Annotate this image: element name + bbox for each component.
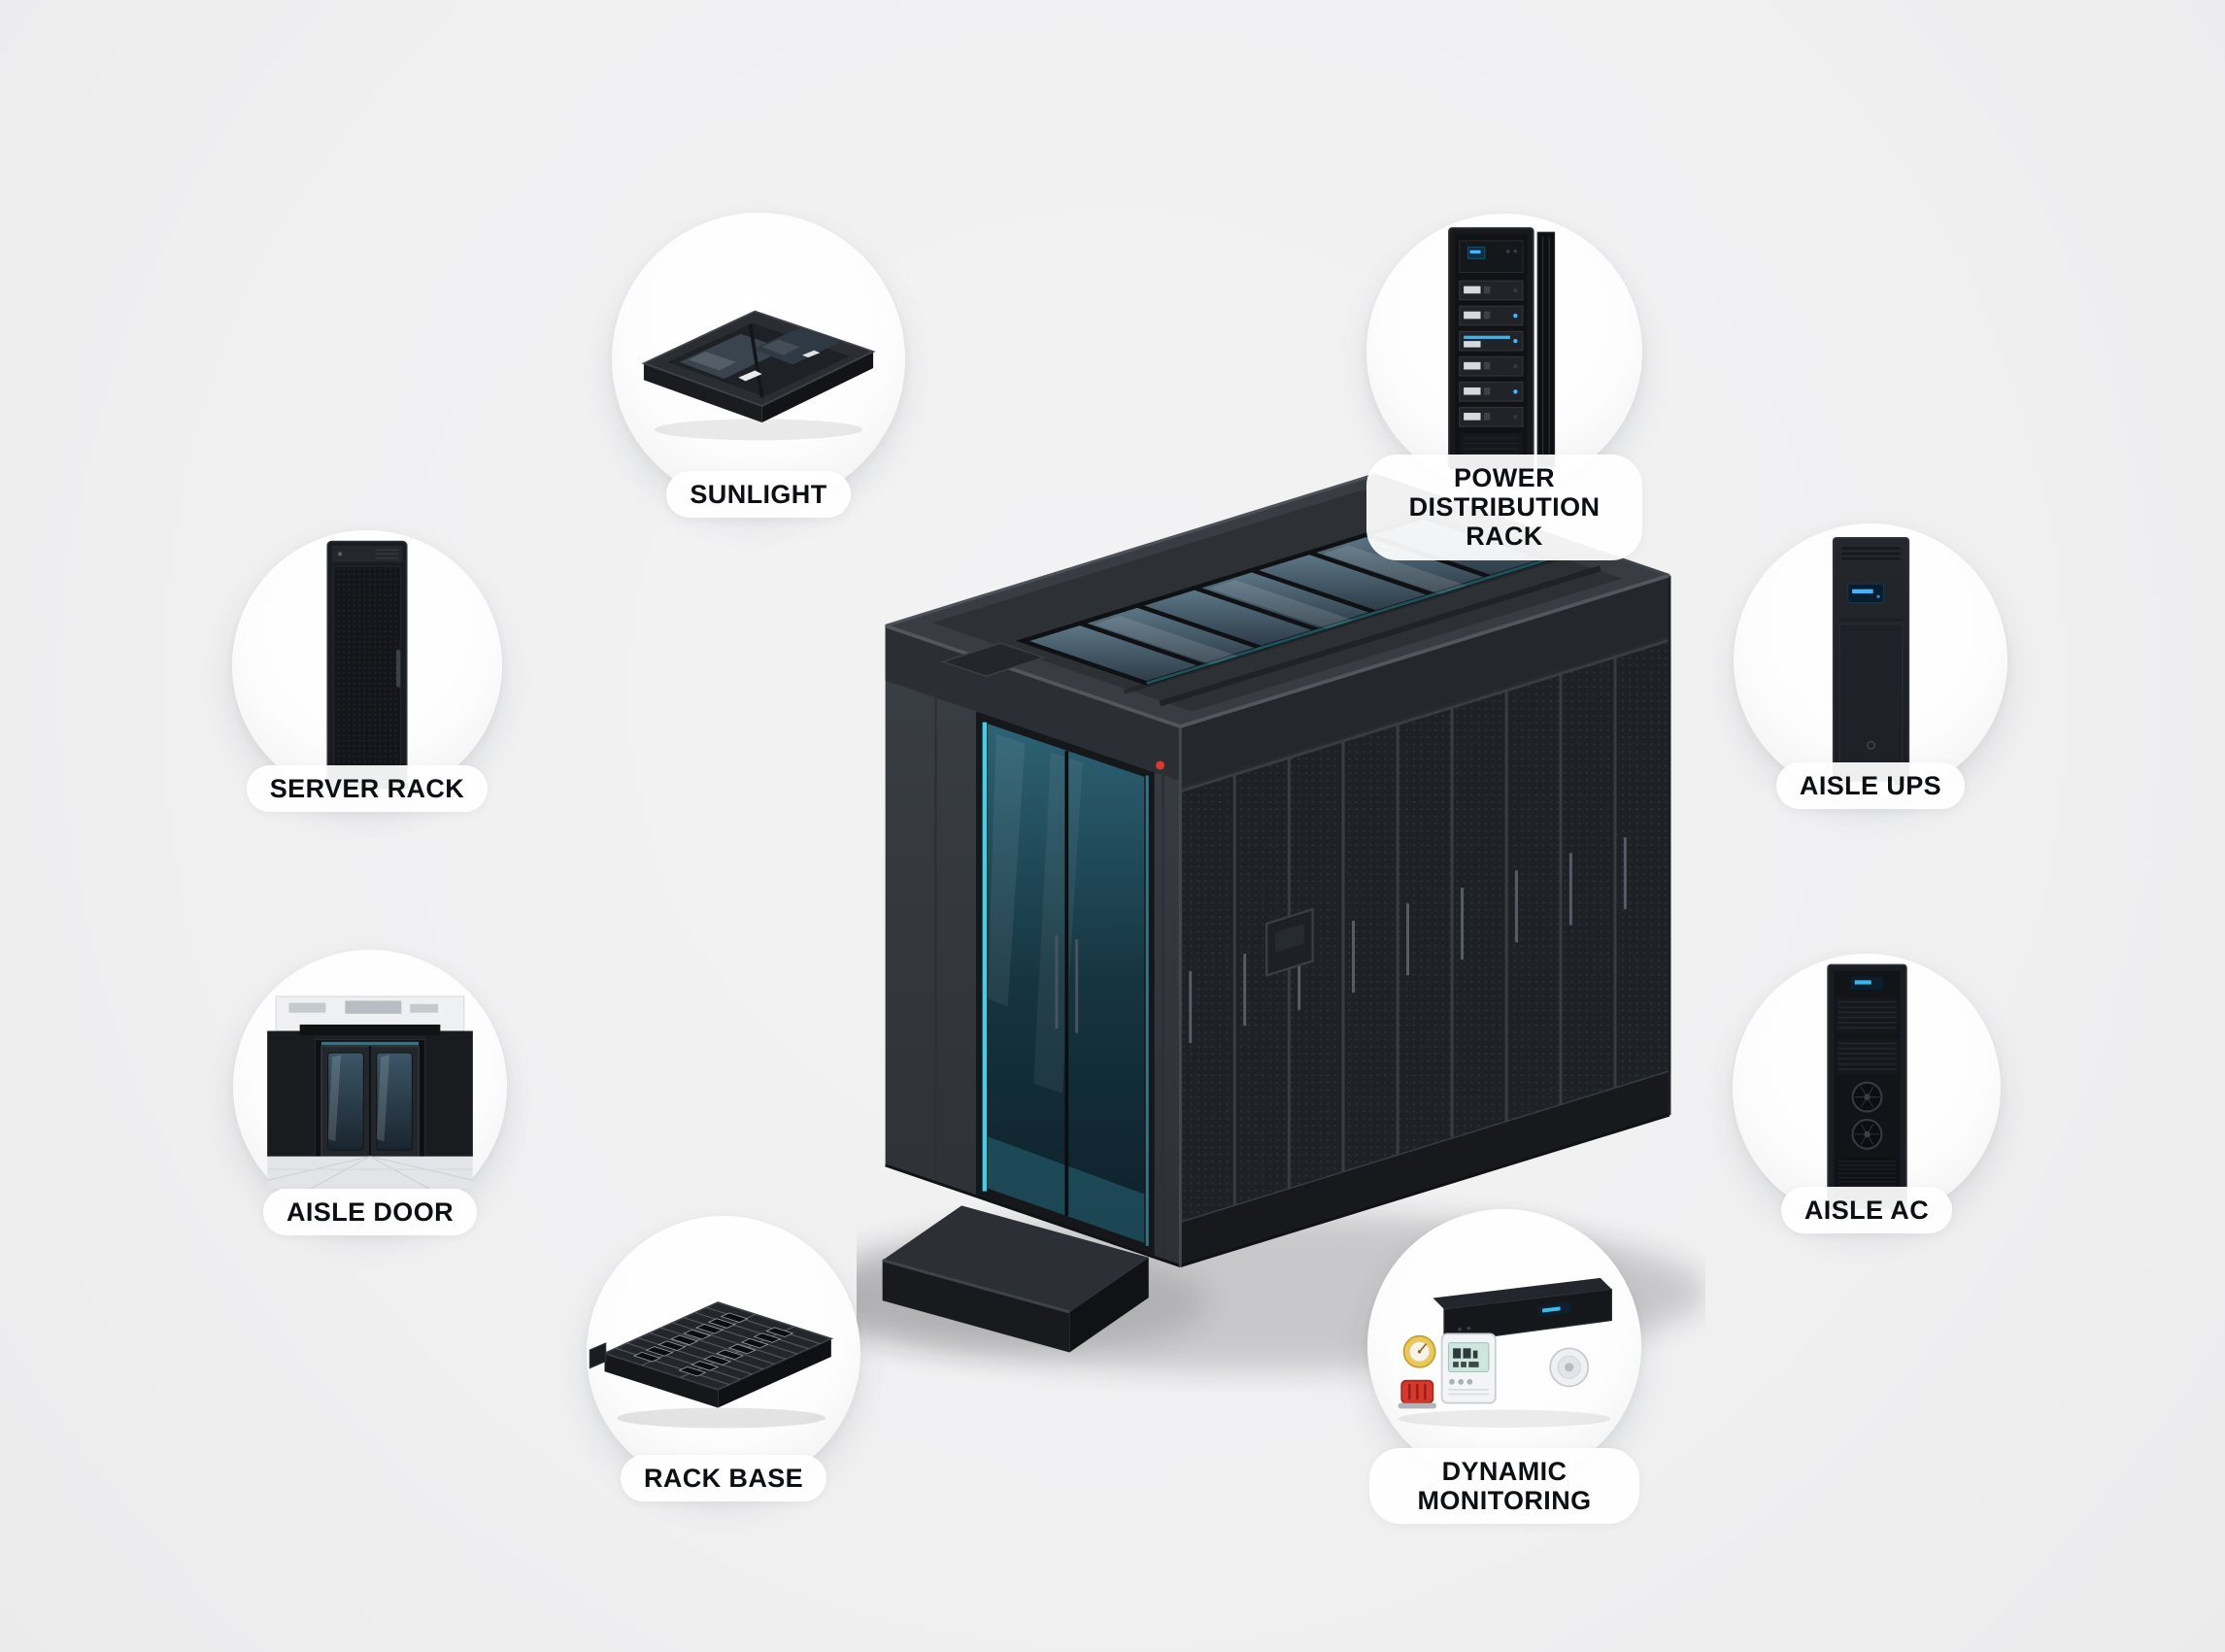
aisle-ac-thumbnail[interactable] bbox=[1733, 954, 2001, 1222]
callout-label-aisle-door: AISLE DOOR bbox=[262, 1189, 477, 1236]
rack-base-thumbnail[interactable] bbox=[587, 1216, 860, 1490]
callout-aisle-ups: AISLE UPS bbox=[1734, 523, 2007, 810]
callout-label-server-rack: SERVER RACK bbox=[246, 765, 489, 813]
aisle-ac-product-image bbox=[1826, 963, 1907, 1213]
sunlight-thumbnail[interactable] bbox=[612, 213, 905, 506]
callout-aisle-ac: AISLE AC bbox=[1733, 954, 2001, 1234]
datacenter-illustration bbox=[798, 457, 1705, 1393]
callout-label-sunlight: SUNLIGHT bbox=[666, 471, 851, 519]
rack-base-product-image bbox=[589, 1300, 834, 1428]
callout-power-distribution-rack: POWER DISTRIBUTION RACK bbox=[1366, 214, 1642, 560]
power-distribution-rack-product-image bbox=[1447, 227, 1555, 470]
callout-dynamic-monitoring: DYNAMIC MONITORING bbox=[1367, 1209, 1641, 1525]
callout-sunlight: SUNLIGHT bbox=[612, 213, 905, 519]
callout-label-dynamic-monitoring: DYNAMIC MONITORING bbox=[1369, 1448, 1639, 1525]
callout-rack-base: RACK BASE bbox=[587, 1216, 860, 1502]
dynamic-monitoring-product-image bbox=[1398, 1277, 1612, 1428]
dynamic-monitoring-thumbnail[interactable] bbox=[1367, 1209, 1641, 1483]
callout-label-aisle-ups: AISLE UPS bbox=[1775, 762, 1966, 810]
rack-row-side bbox=[1178, 575, 1671, 1266]
aisle-entrance-door bbox=[975, 711, 1165, 1258]
callout-label-aisle-ac: AISLE AC bbox=[1780, 1187, 1953, 1234]
sunlight-product-image bbox=[641, 310, 876, 440]
aisle-ups-product-image bbox=[1832, 536, 1909, 786]
power-distribution-rack-thumbnail[interactable] bbox=[1366, 214, 1642, 489]
aisle-door-product-image bbox=[267, 995, 473, 1190]
callout-aisle-door: AISLE DOOR bbox=[233, 950, 507, 1236]
callout-label-rack-base: RACK BASE bbox=[620, 1455, 827, 1502]
server-rack-thumbnail[interactable] bbox=[232, 530, 502, 800]
structure-edges bbox=[885, 575, 1671, 1267]
callout-label-power-distribution-rack: POWER DISTRIBUTION RACK bbox=[1366, 455, 1642, 560]
aisle-door-thumbnail[interactable] bbox=[233, 950, 507, 1224]
aisle-ups-thumbnail[interactable] bbox=[1734, 523, 2007, 797]
entrance-step bbox=[882, 1205, 1149, 1353]
datacenter-aisle-containment-render bbox=[798, 473, 1705, 1371]
server-rack-product-image bbox=[325, 540, 409, 790]
callout-server-rack: SERVER RACK bbox=[232, 530, 502, 813]
